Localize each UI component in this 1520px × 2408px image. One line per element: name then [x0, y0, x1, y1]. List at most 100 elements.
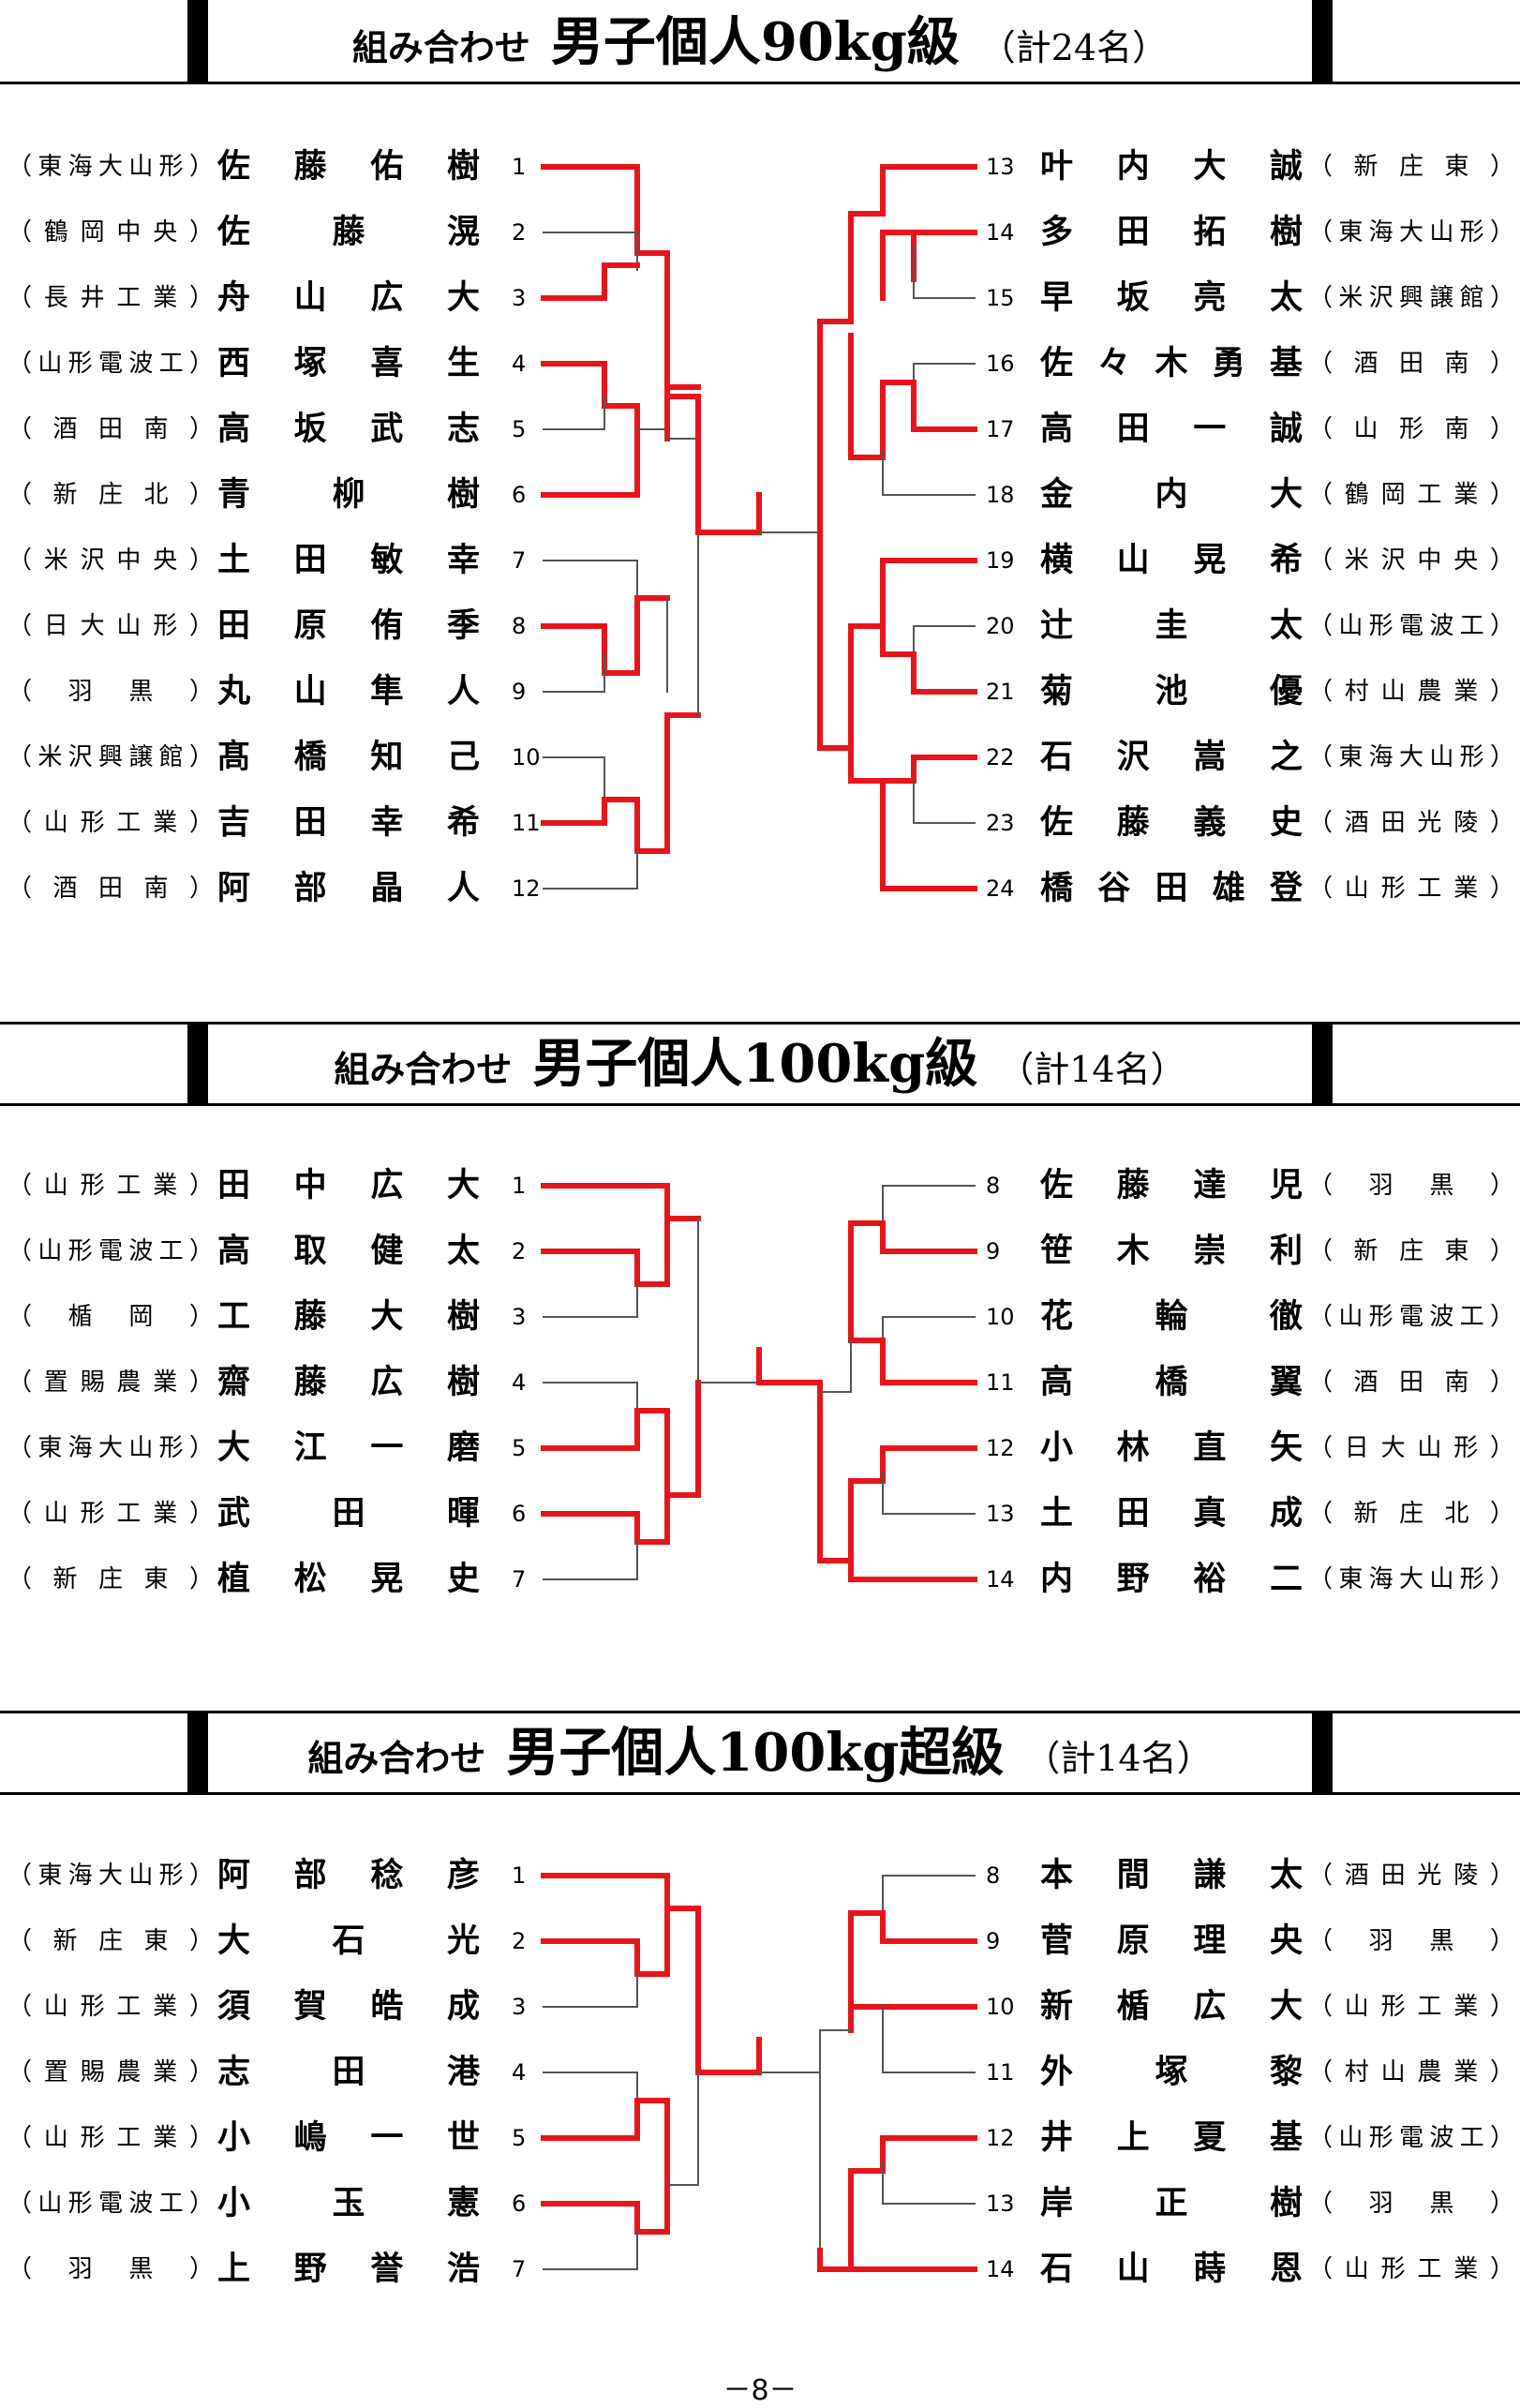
seed-number: 5: [512, 2125, 527, 2151]
school-name: （米沢中央）: [7, 546, 214, 575]
school-name: （羽黒）: [1308, 1927, 1514, 1955]
school-name: （東海大山形）: [7, 1434, 214, 1462]
athlete-name: 大石光: [217, 1922, 480, 1960]
seed-number: 12: [986, 2125, 1015, 2151]
seed-number: 9: [986, 1928, 1001, 1954]
seed-number: 2: [512, 1928, 527, 1954]
athlete-name: 志田港: [217, 2054, 480, 2091]
school-name: （山形電波工）: [7, 1237, 214, 1265]
school-name: （村山農業）: [1308, 678, 1514, 706]
title-overline: [0, 1022, 1520, 1025]
school-name: （新庄東）: [7, 1565, 214, 1593]
title-main: 男子個人100kg超級: [506, 1722, 1005, 1784]
athlete-name: 井上夏基: [1040, 2119, 1303, 2157]
school-name: （酒田南）: [1308, 1369, 1514, 1397]
athlete-name: 西塚喜生: [217, 345, 480, 382]
seed-number: 20: [986, 613, 1015, 639]
seed-number: 1: [512, 1862, 527, 1889]
seed-number: 3: [512, 285, 527, 311]
school-name: （村山農業）: [1308, 2058, 1514, 2086]
athlete-name: 須賀皓成: [217, 1988, 480, 2026]
title-count: （計24名）: [979, 27, 1169, 68]
athlete-name: 丸山隼人: [217, 673, 480, 710]
seed-number: 16: [986, 351, 1015, 377]
seed-number: 19: [986, 547, 1015, 574]
seed-number: 4: [512, 2059, 527, 2086]
school-name: （新庄北）: [1308, 1500, 1514, 1528]
school-name: （東海大山形）: [1308, 218, 1514, 247]
athlete-name: 多田拓樹: [1040, 214, 1303, 251]
seed-number: 21: [986, 679, 1015, 705]
school-name: （山形工業）: [7, 1500, 214, 1528]
seed-number: 7: [512, 547, 527, 574]
title-underline: [0, 82, 1520, 84]
bracket-entry: （山形電波工）井上夏基 12: [0, 2119, 1520, 2157]
school-name: （山形工業）: [1308, 875, 1514, 903]
school-name: （東海大山形）: [1308, 743, 1514, 771]
school-name: （山形電波工）: [1308, 2124, 1514, 2152]
school-name: （山形工業）: [7, 1993, 214, 2021]
page-number: －8－: [723, 2374, 797, 2407]
seed-number: 13: [986, 154, 1015, 180]
section-title: 組み合わせ男子個人100kg級（計14名）: [0, 1022, 1520, 1106]
athlete-name: 高橋翼: [1040, 1364, 1303, 1401]
title-overline: [0, 1711, 1520, 1713]
title-bar-left-block: [187, 0, 208, 84]
seed-number: 8: [512, 613, 527, 639]
athlete-name: 菊池優: [1040, 673, 1303, 710]
athlete-name: 上野誉浩: [217, 2251, 480, 2288]
title-count: （計14名）: [998, 1049, 1186, 1090]
school-name: （新庄東）: [1308, 1237, 1514, 1265]
title-prefix: 組み合わせ: [307, 1737, 486, 1779]
athlete-name: 石山蒔恩: [1040, 2251, 1303, 2288]
school-name: （山形電波工）: [7, 2190, 214, 2218]
section-title-bar: 組み合わせ男子個人100kg超級 （計14名）: [0, 1711, 1520, 1795]
seed-number: 3: [512, 1304, 527, 1330]
athlete-name: 花輪徹: [1040, 1298, 1303, 1336]
seed-number: 17: [986, 416, 1015, 442]
athlete-name: 早坂亮太: [1040, 279, 1303, 317]
section-title: 組み合わせ男子個人100kg超級 （計14名）: [0, 1711, 1520, 1795]
seed-number: 6: [512, 1501, 527, 1527]
seed-number: 5: [512, 416, 527, 442]
school-name: （山形工業）: [7, 1172, 214, 1200]
seed-number: 22: [986, 744, 1015, 770]
school-name: （日大山形）: [1308, 1434, 1514, 1462]
school-name: （山形工業）: [7, 2124, 214, 2152]
school-name: （日大山形）: [7, 612, 214, 640]
athlete-name: 小林直矢: [1040, 1429, 1303, 1467]
athlete-name: 新楯広大: [1040, 1988, 1303, 2026]
school-name: （新庄北）: [7, 481, 214, 509]
school-name: （羽黒）: [7, 2255, 214, 2283]
seed-number: 9: [986, 1238, 1001, 1264]
school-name: （山形工業）: [1308, 2255, 1514, 2283]
athlete-name: 阿部稔彦: [217, 1857, 480, 1894]
seed-number: 5: [512, 1435, 527, 1461]
athlete-name: 吉田幸希: [217, 804, 480, 842]
athlete-name: 青柳樹: [217, 476, 480, 514]
athlete-name: 舟山広大: [217, 279, 480, 317]
athlete-name: 高田一誠: [1040, 411, 1303, 448]
title-prefix: 組み合わせ: [334, 1048, 513, 1090]
title-count: （計14名）: [1024, 1738, 1213, 1779]
